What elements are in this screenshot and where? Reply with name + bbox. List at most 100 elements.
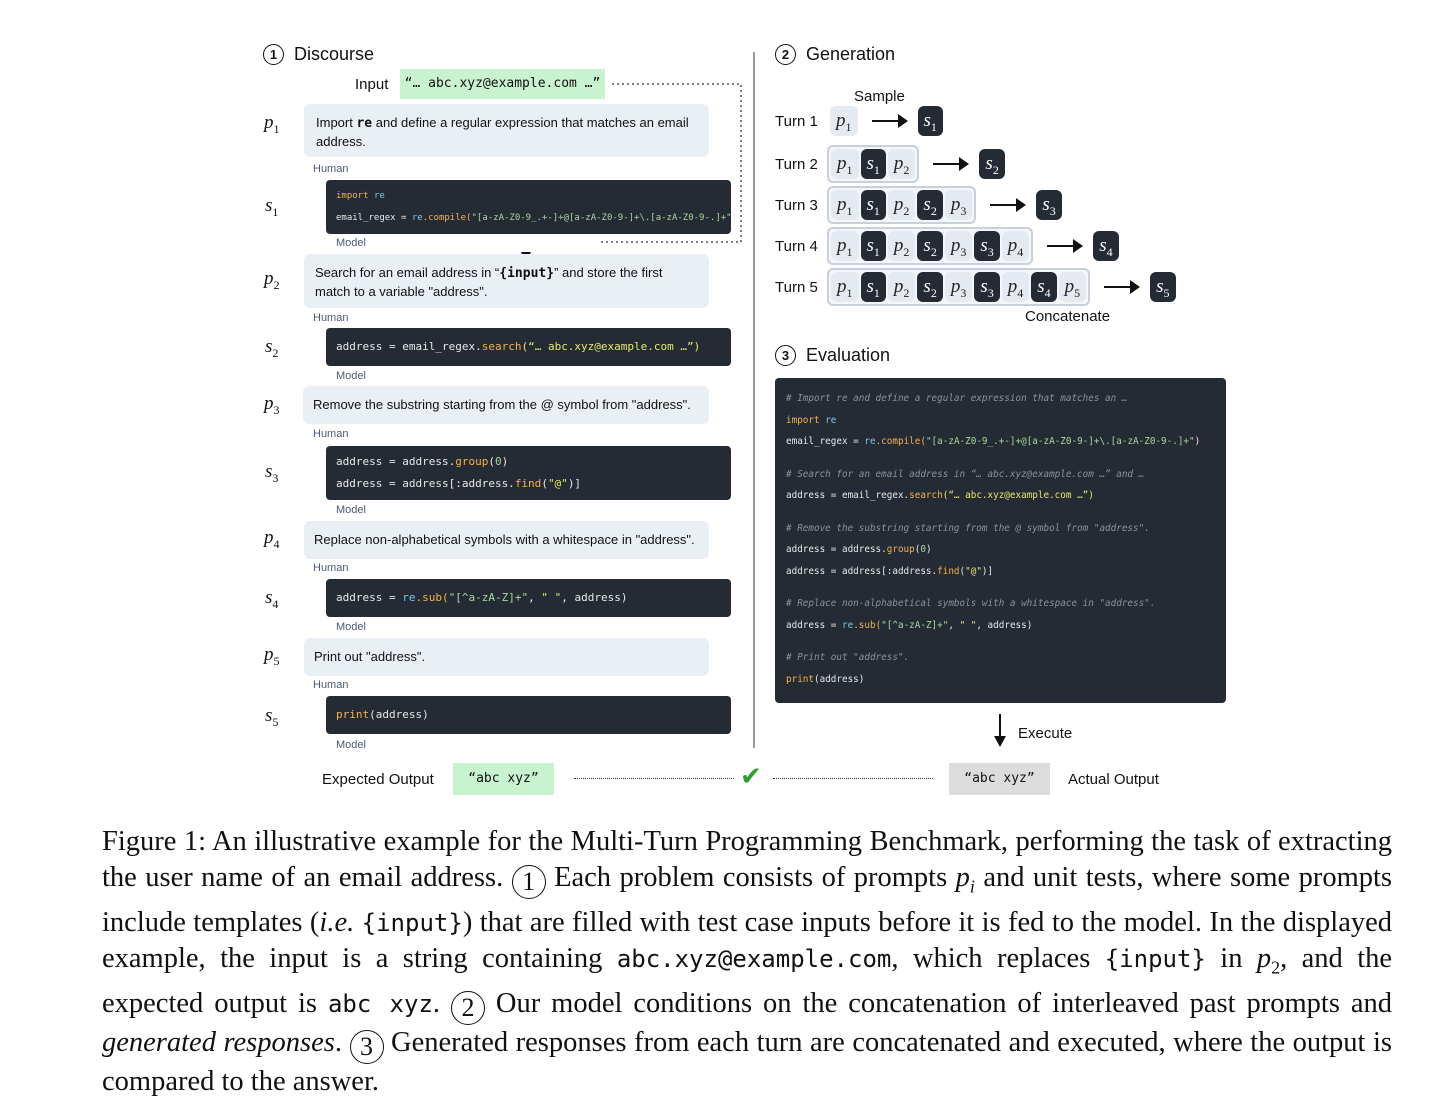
sample-label: Sample bbox=[854, 88, 905, 105]
expected-output-box: “abc xyz” bbox=[453, 763, 554, 795]
context-group: p1 s1 p2 s2 p3 bbox=[827, 186, 977, 224]
model-tag: Model bbox=[336, 504, 366, 516]
actual-output-box: “abc xyz” bbox=[949, 763, 1050, 795]
code-box-s4: address = re.sub("[^a-zA-Z]+", " ", addr… bbox=[326, 579, 731, 617]
arrow-right-icon bbox=[933, 157, 970, 171]
checkmark-icon: ✔ bbox=[740, 762, 762, 792]
solution-token: s4 bbox=[1031, 272, 1057, 302]
s5-label: s5 bbox=[265, 705, 279, 729]
prompt-token: p3 bbox=[944, 272, 973, 302]
prompt-token: p1 bbox=[831, 190, 859, 220]
prompt-token: p1 bbox=[831, 272, 859, 302]
prompt-token: p5 bbox=[1058, 272, 1087, 302]
context-group: p1 s1 p2 s2 p3 s3 p4 bbox=[827, 227, 1034, 265]
p2-label: p2 bbox=[264, 268, 280, 292]
section-number: 2 bbox=[775, 44, 796, 65]
arrow-right-icon bbox=[990, 198, 1027, 212]
s2-label: s2 bbox=[265, 336, 279, 360]
concatenate-label: Concatenate bbox=[1025, 308, 1111, 325]
turn-row-5: Turn 5 p1 s1 p2 s2 p3 s3 p4 s4 p5 s5 bbox=[775, 268, 1176, 306]
solution-token: s2 bbox=[979, 149, 1005, 179]
section-number: 1 bbox=[263, 44, 284, 65]
p3-label: p3 bbox=[264, 393, 280, 417]
solution-token: s3 bbox=[974, 231, 1000, 261]
arrow-down-icon bbox=[994, 714, 1006, 747]
evaluation-code-box: # Import re and define a regular express… bbox=[775, 378, 1226, 703]
turn-label: Turn 4 bbox=[775, 237, 818, 255]
human-tag: Human bbox=[313, 163, 349, 175]
turn-label: Turn 1 bbox=[775, 112, 818, 130]
solution-token: s2 bbox=[917, 190, 943, 220]
human-tag: Human bbox=[313, 312, 349, 324]
turn-label: Turn 5 bbox=[775, 278, 818, 296]
prompt-token: p2 bbox=[887, 149, 916, 179]
turn-label: Turn 2 bbox=[775, 155, 818, 173]
code-box-s5: print(address) bbox=[326, 696, 731, 734]
model-tag: Model bbox=[336, 739, 366, 751]
context-group: p1 s1 p2 bbox=[827, 145, 920, 183]
expected-output-label: Expected Output bbox=[322, 771, 434, 788]
solution-token: s1 bbox=[860, 149, 886, 179]
prompt-token: p4 bbox=[1001, 231, 1030, 261]
solution-token: s3 bbox=[974, 272, 1000, 302]
prompt-token: p2 bbox=[887, 231, 916, 261]
solution-token: s1 bbox=[860, 190, 886, 220]
code-box-s3: address = address.group(0)address = addr… bbox=[326, 446, 731, 500]
prompt-box-p2: Search for an email address in “{input}”… bbox=[304, 254, 709, 308]
solution-token: s5 bbox=[1150, 272, 1176, 302]
prompt-token: p4 bbox=[1001, 272, 1030, 302]
human-tag: Human bbox=[313, 679, 349, 691]
prompt-token: p1 bbox=[830, 106, 858, 136]
s3-label: s3 bbox=[265, 461, 279, 485]
discourse-heading: 1 Discourse bbox=[263, 44, 374, 65]
section-divider bbox=[753, 52, 755, 748]
s4-label: s4 bbox=[265, 587, 279, 611]
solution-token: s1 bbox=[860, 231, 886, 261]
input-value-box: “… abc.xyz@example.com …” bbox=[400, 69, 605, 99]
prompt-box-p3: Remove the substring starting from the @… bbox=[303, 386, 709, 424]
turn-row-2: Turn 2 p1 s1 p2 s2 bbox=[775, 145, 1005, 183]
prompt-token: p1 bbox=[831, 231, 859, 261]
prompt-token: p3 bbox=[944, 190, 973, 220]
model-tag: Model bbox=[336, 237, 366, 249]
input-connector bbox=[600, 83, 742, 243]
dotted-connector bbox=[773, 778, 933, 779]
step-marker: 3 bbox=[349, 1030, 384, 1065]
solution-token: s2 bbox=[917, 272, 943, 302]
solution-token: s4 bbox=[1093, 231, 1119, 261]
p5-label: p5 bbox=[264, 644, 280, 668]
solution-token: s1 bbox=[917, 106, 943, 136]
arrow-right-icon bbox=[871, 114, 908, 128]
turn-row-1: Turn 1 p1 s1 bbox=[775, 106, 943, 136]
model-tag: Model bbox=[336, 370, 366, 382]
execute-label: Execute bbox=[1018, 725, 1073, 742]
prompt-box-p4: Replace non-alphabetical symbols with a … bbox=[304, 521, 709, 559]
prompt-box-p5: Print out "address". bbox=[304, 638, 709, 676]
prompt-token: p3 bbox=[944, 231, 973, 261]
human-tag: Human bbox=[313, 562, 349, 574]
step-marker: 2 bbox=[450, 991, 485, 1026]
context-group: p1 s1 p2 s2 p3 s3 p4 s4 p5 bbox=[827, 268, 1091, 306]
solution-token: s2 bbox=[917, 231, 943, 261]
actual-output-label: Actual Output bbox=[1068, 771, 1159, 788]
section-number: 3 bbox=[775, 345, 796, 366]
arrow-right-icon bbox=[1047, 239, 1084, 253]
arrow-right-icon bbox=[1104, 280, 1141, 294]
section-title: Evaluation bbox=[806, 345, 891, 365]
input-label: Input bbox=[355, 76, 389, 93]
p4-label: p4 bbox=[264, 527, 280, 551]
p1-label: p1 bbox=[264, 112, 280, 136]
human-tag: Human bbox=[313, 428, 349, 440]
model-tag: Model bbox=[336, 621, 366, 633]
generation-heading: 2 Generation bbox=[775, 44, 895, 65]
step-marker: 1 bbox=[511, 864, 546, 899]
turn-row-4: Turn 4 p1 s1 p2 s2 p3 s3 p4 s4 bbox=[775, 227, 1119, 265]
dotted-connector bbox=[574, 778, 734, 779]
section-title: Generation bbox=[806, 44, 896, 64]
evaluation-heading: 3 Evaluation bbox=[775, 345, 890, 366]
solution-token: s3 bbox=[1036, 190, 1062, 220]
code-box-s2: address = email_regex.search(“… abc.xyz@… bbox=[326, 328, 731, 366]
prompt-box-p1: Import re and define a regular expressio… bbox=[304, 104, 709, 157]
prompt-token: p1 bbox=[831, 149, 859, 179]
